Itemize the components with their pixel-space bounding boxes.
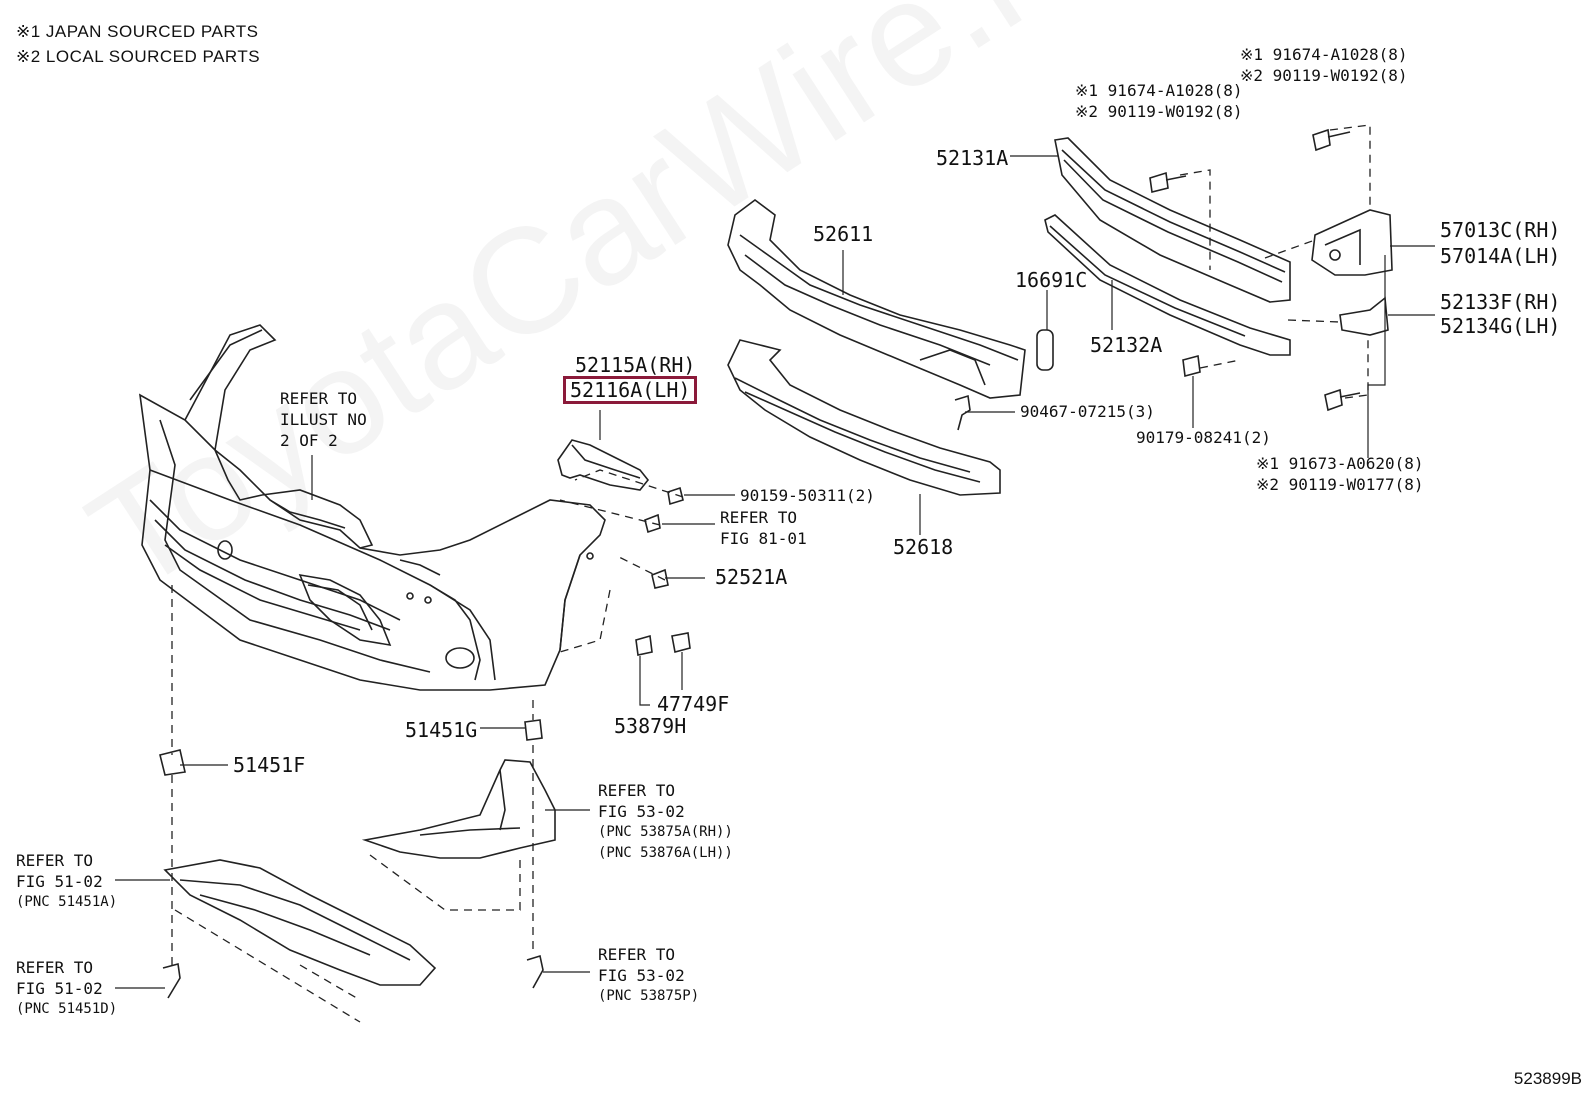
note-line: ※2 90119-W0192(8)	[1240, 66, 1408, 85]
part-label-52133F[interactable]: 52133F(RH)	[1440, 290, 1561, 314]
note-line: REFER TO	[16, 958, 94, 977]
part-label-57014A[interactable]: 57014A(LH)	[1440, 244, 1561, 268]
reinforcement-beam-drawing	[1054, 137, 1291, 303]
note-line: ILLUST NO	[280, 410, 367, 429]
note-line: FIG 53-02	[598, 966, 685, 985]
note-line: FIG 81-01	[720, 529, 807, 548]
part-label-52132A[interactable]: 52132A	[1090, 333, 1163, 357]
part-label-47749F[interactable]: 47749F	[657, 692, 730, 716]
refer-note-illust[interactable]: REFER TO ILLUST NO 2 OF 2	[280, 388, 367, 451]
note-line: FIG 51-02	[16, 979, 103, 998]
bracket-57013C-drawing	[1311, 209, 1393, 276]
side-undercover-drawing	[361, 759, 556, 859]
refer-note-fig53-p[interactable]: REFER TO FIG 53-02 (PNC 53875P)	[598, 944, 699, 1007]
bolt-note-bottom-right: ※1 91673-A0620(8) ※2 90119-W0177(8)	[1256, 453, 1424, 495]
refer-note-fig51-d[interactable]: REFER TO FIG 51-02 (PNC 51451D)	[16, 957, 117, 1020]
note-line: FIG 53-02	[598, 802, 685, 821]
bolt-note-top-right: ※1 91674-A1028(8) ※2 90119-W0192(8)	[1240, 44, 1408, 86]
diagram-number: 523899B	[1513, 1069, 1582, 1088]
part-label-51451F[interactable]: 51451F	[233, 753, 306, 777]
part-label-52611[interactable]: 52611	[813, 222, 874, 246]
note-line: (PNC 51451A)	[16, 894, 118, 910]
note-line: ※2 90119-W0192(8)	[1075, 102, 1243, 121]
side-bracket-drawing	[557, 439, 650, 491]
note-line: ※2 90119-W0177(8)	[1256, 475, 1424, 494]
part-label-52115A[interactable]: 52115A(RH)	[575, 353, 696, 377]
part-label-52521A[interactable]: 52521A	[715, 565, 788, 589]
bolt-note-top-mid: ※1 91674-A1028(8) ※2 90119-W0192(8)	[1075, 80, 1243, 122]
fasteners-drawing	[159, 128, 1361, 999]
refer-note-fig51-a[interactable]: REFER TO FIG 51-02 (PNC 51451A)	[16, 850, 117, 913]
lower-bar-drawing	[1044, 214, 1291, 356]
part-label-90179[interactable]: 90179-08241(2)	[1136, 428, 1271, 447]
note-line: (PNC 53875A(RH))	[598, 824, 733, 840]
note-line: (PNC 53875P)	[598, 988, 700, 1004]
spacer-52133F-drawing	[1339, 296, 1389, 336]
note-line: REFER TO	[598, 945, 676, 964]
part-label-51451G[interactable]: 51451G	[405, 718, 478, 742]
note-line: REFER TO	[16, 851, 94, 870]
refer-note-fig81[interactable]: REFER TO FIG 81-01	[720, 507, 807, 549]
part-label-52134G[interactable]: 52134G(LH)	[1440, 314, 1561, 338]
part-label-53879H[interactable]: 53879H	[614, 714, 687, 738]
note-line: ※1 91673-A0620(8)	[1256, 454, 1424, 473]
absorber-drawing	[727, 199, 1026, 399]
legend-local-sourced: ※2 LOCAL SOURCED PARTS	[16, 47, 261, 66]
part-label-52131A[interactable]: 52131A	[936, 146, 1009, 170]
note-line: ※1 91674-A1028(8)	[1240, 45, 1408, 64]
note-line: REFER TO	[720, 508, 798, 527]
lower-undercover-drawing	[163, 859, 437, 986]
refer-note-fig53-rh-lh[interactable]: REFER TO FIG 53-02 (PNC 53875A(RH)) (PNC…	[598, 780, 733, 864]
note-line: REFER TO	[280, 389, 358, 408]
part-label-90467[interactable]: 90467-07215(3)	[1020, 402, 1155, 421]
note-line: FIG 51-02	[16, 872, 103, 891]
part-label-90159[interactable]: 90159-50311(2)	[740, 486, 875, 505]
note-line: 2 OF 2	[280, 431, 338, 450]
part-label-16691C[interactable]: 16691C	[1015, 268, 1088, 292]
part-label-57013C[interactable]: 57013C(RH)	[1440, 218, 1561, 242]
note-line: ※1 91674-A1028(8)	[1075, 81, 1243, 100]
note-line: REFER TO	[598, 781, 676, 800]
legend-japan-sourced: ※1 JAPAN SOURCED PARTS	[16, 22, 259, 41]
lower-absorber-drawing	[727, 339, 1001, 496]
note-line: (PNC 53876A(LH))	[598, 845, 733, 861]
part-label-52618[interactable]: 52618	[893, 535, 954, 559]
pad-16691C-drawing	[1036, 329, 1054, 371]
note-line: (PNC 51451D)	[16, 1001, 118, 1017]
part-label-52116A-highlighted[interactable]: 52116A(LH)	[563, 376, 698, 404]
bumper-cover-drawing	[138, 324, 606, 691]
